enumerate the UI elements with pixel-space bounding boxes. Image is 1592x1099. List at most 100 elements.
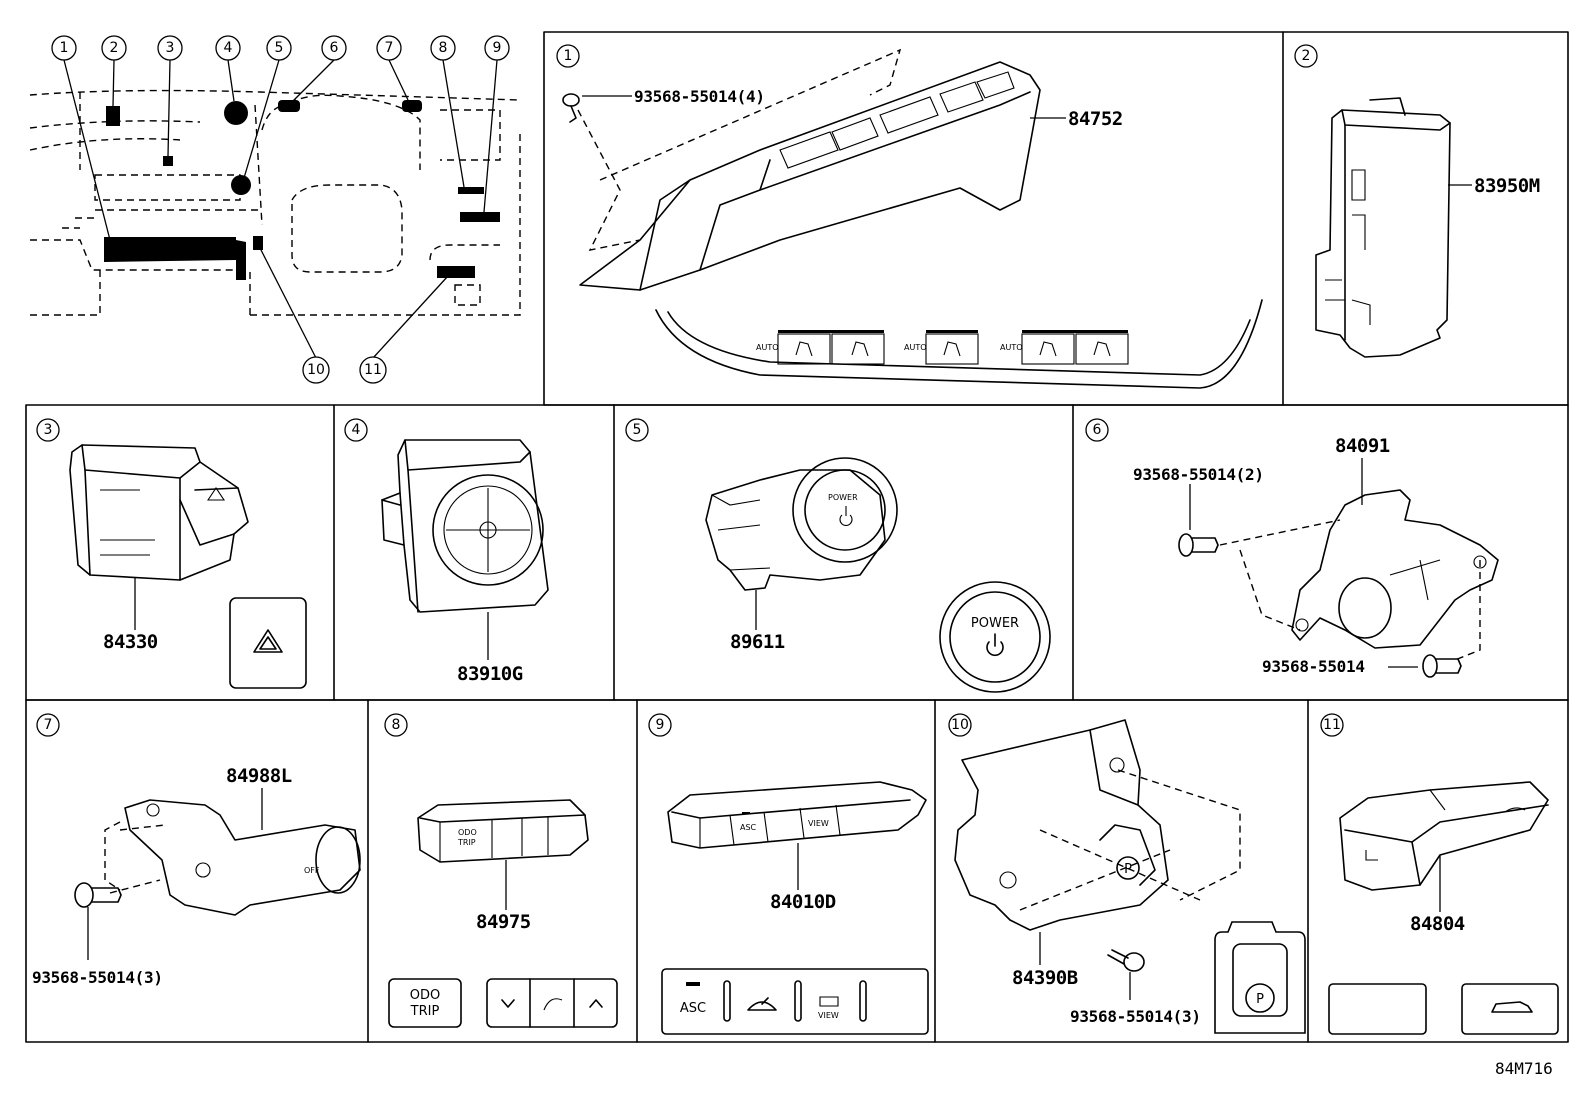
svg-text:84804: 84804 <box>1410 913 1465 935</box>
svg-text:1: 1 <box>564 48 573 64</box>
svg-text:ASC: ASC <box>740 823 757 832</box>
vehicle-button-icon <box>1461 983 1559 1035</box>
svg-text:ODO: ODO <box>458 828 477 837</box>
camera-icon <box>819 996 839 1007</box>
svg-text:11: 11 <box>364 362 382 378</box>
asc-view-buttons: ASC VIEW <box>661 968 929 1035</box>
svg-text:84988L: 84988L <box>226 765 292 787</box>
panel-4: 4 83910G <box>344 418 549 685</box>
svg-text:8: 8 <box>439 40 448 56</box>
svg-text:AUTO: AUTO <box>904 343 927 352</box>
callout-4: 4 <box>215 35 241 61</box>
svg-text:POWER: POWER <box>828 493 858 502</box>
svg-text:P: P <box>1256 992 1264 1007</box>
svg-text:84010D: 84010D <box>770 891 836 913</box>
panel-10: 10 P 84390B 93568-55014(3) P <box>948 713 1306 1034</box>
hazard-button-icon <box>229 597 307 689</box>
svg-text:10: 10 <box>307 362 325 378</box>
svg-text:93568-55014(2): 93568-55014(2) <box>1133 465 1264 484</box>
meter-control-buttons <box>486 978 618 1028</box>
svg-text:OFF: OFF <box>304 866 320 875</box>
svg-text:6: 6 <box>1093 422 1102 438</box>
svg-text:84091: 84091 <box>1335 435 1390 457</box>
svg-text:ASC: ASC <box>680 1001 706 1016</box>
svg-text:AUTO: AUTO <box>1000 343 1023 352</box>
svg-text:VIEW: VIEW <box>818 1011 839 1020</box>
panel-1: 1 93568-55014(4) 84752 <box>556 44 1263 389</box>
callout-7: 7 <box>376 35 402 61</box>
svg-text:93568-55014(3): 93568-55014(3) <box>1070 1007 1201 1026</box>
screw-icon <box>1178 533 1219 557</box>
svg-text:83950M: 83950M <box>1474 175 1540 197</box>
svg-text:2: 2 <box>110 40 119 56</box>
callout-8: 8 <box>430 35 456 61</box>
svg-text:VIEW: VIEW <box>808 819 829 828</box>
svg-text:89611: 89611 <box>730 631 785 653</box>
chevron-down-icon <box>501 999 515 1008</box>
svg-text:9: 9 <box>656 717 665 733</box>
callout-11: 11 <box>359 356 387 384</box>
svg-text:84752: 84752 <box>1068 108 1123 130</box>
blank-button-icon <box>1328 983 1427 1035</box>
svg-text:84390B: 84390B <box>1012 967 1078 989</box>
callout-10: 10 <box>302 356 330 384</box>
svg-text:83910G: 83910G <box>457 663 523 685</box>
svg-text:TRIP: TRIP <box>410 1004 440 1019</box>
svg-text:93568-55014(3): 93568-55014(3) <box>32 968 163 987</box>
svg-text:8: 8 <box>392 717 401 733</box>
svg-text:10: 10 <box>951 717 969 733</box>
svg-text:5: 5 <box>275 40 284 56</box>
chevron-up-icon <box>589 999 603 1008</box>
svg-text:11: 11 <box>1323 717 1341 733</box>
svg-text:POWER: POWER <box>971 616 1019 631</box>
diagram-code: 84M716 <box>1495 1059 1553 1078</box>
seat-heater-icon <box>795 341 1111 357</box>
svg-text:5: 5 <box>633 422 642 438</box>
svg-text:93568-55014: 93568-55014 <box>1262 657 1365 676</box>
svg-text:P: P <box>1124 862 1132 877</box>
callout-1: 1 <box>51 35 77 61</box>
panel-11: 11 84804 <box>1320 713 1559 1035</box>
svg-text:4: 4 <box>352 422 361 438</box>
svg-text:7: 7 <box>44 717 53 733</box>
panel-7: 7 84988L OFF 93568-55014(3) <box>32 713 361 987</box>
panel-6: 6 84091 93568-55014(2) 93568-55014 <box>1085 418 1499 678</box>
svg-text:2: 2 <box>1302 48 1311 64</box>
callout-3: 3 <box>157 35 183 61</box>
screw-icon <box>74 882 122 908</box>
overview-callouts: 1 2 3 4 5 6 7 8 9 10 11 <box>51 35 510 384</box>
callout-2: 2 <box>101 35 127 61</box>
svg-text:1: 1 <box>60 40 69 56</box>
svg-text:AUTO: AUTO <box>756 343 779 352</box>
panel-8: 8 ODO TRIP 84975 ODO TRIP <box>384 713 618 1028</box>
svg-text:7: 7 <box>385 40 394 56</box>
wiper-icon <box>747 997 777 1011</box>
screw-icon <box>1422 654 1462 678</box>
svg-text:9: 9 <box>493 40 502 56</box>
callout-9: 9 <box>484 35 510 61</box>
odo-trip-button: ODO TRIP <box>388 978 462 1028</box>
panel-2: 2 83950M <box>1294 44 1540 358</box>
svg-text:TRIP: TRIP <box>457 838 476 847</box>
svg-text:84330: 84330 <box>103 631 158 653</box>
svg-text:ODO: ODO <box>410 988 440 1003</box>
panel-5: 5 POWER 89611 POWER <box>625 418 1051 693</box>
panel-frames <box>25 31 1569 1043</box>
screw-icon <box>562 93 580 123</box>
svg-text:3: 3 <box>166 40 175 56</box>
parking-brake-button-icon: P <box>1214 921 1306 1034</box>
svg-text:6: 6 <box>330 40 339 56</box>
panel-9: 9 ASC VIEW 84010D ASC VIEW <box>648 713 929 1035</box>
callout-6: 6 <box>321 35 347 61</box>
meter-icon <box>543 998 563 1011</box>
dashboard-overview <box>29 59 521 359</box>
callout-5: 5 <box>266 35 292 61</box>
panel-3: 3 84330 <box>36 418 307 689</box>
svg-text:84975: 84975 <box>476 911 531 933</box>
power-button-icon: POWER <box>939 581 1051 693</box>
mirror-switch-icon <box>432 474 544 586</box>
svg-text:93568-55014(4): 93568-55014(4) <box>634 87 765 106</box>
bolt-icon <box>1107 949 1145 972</box>
svg-text:3: 3 <box>44 422 53 438</box>
